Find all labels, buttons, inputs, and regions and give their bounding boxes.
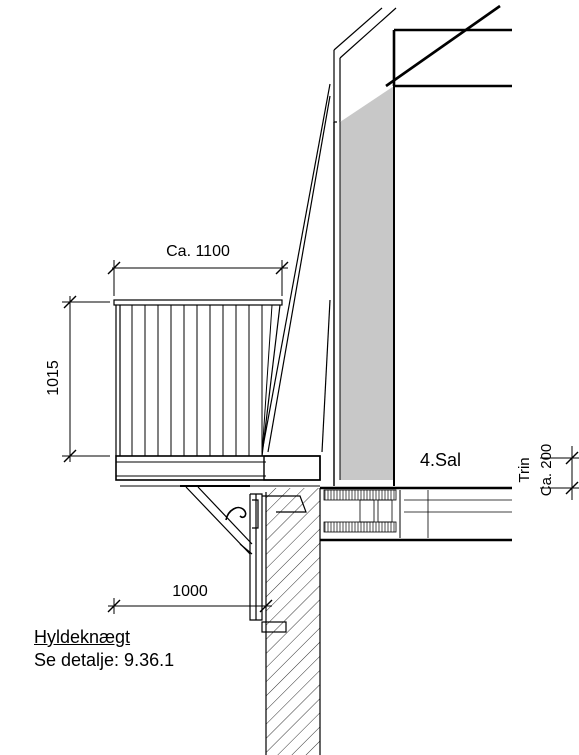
dimension-top — [107, 260, 289, 296]
railing — [113, 299, 283, 457]
label-step-word: Trin — [516, 457, 533, 482]
note-reference: Se detalje: 9.36.1 — [34, 650, 175, 670]
label-height: 1015 — [45, 360, 62, 396]
dimension-bottom — [107, 598, 273, 614]
floor-slab — [320, 486, 512, 542]
label-width-top: Ca. 1100 — [166, 243, 230, 260]
roof-structure — [333, 4, 512, 123]
dormer-diagonal — [261, 83, 331, 453]
bracket-note: Hyldeknægt Se detalje: 9.36.1 — [34, 626, 174, 672]
label-floor: 4.Sal — [420, 450, 461, 470]
dimension-step — [540, 446, 579, 500]
dimension-height — [62, 295, 110, 463]
grey-wall — [333, 86, 395, 486]
label-width-bottom: 1000 — [172, 583, 208, 600]
balcony-deck — [115, 455, 321, 487]
label-step-height: Ca. 200 — [538, 444, 555, 497]
shelf-bracket — [185, 486, 307, 633]
note-title: Hyldeknægt — [34, 627, 131, 647]
